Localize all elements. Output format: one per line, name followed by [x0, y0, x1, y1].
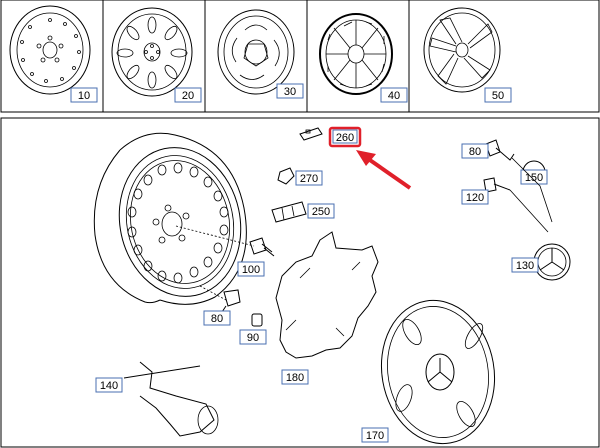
- part-120-text: 120: [466, 192, 484, 204]
- highlight-arrow: [356, 150, 412, 190]
- five-spoke-wheel-icon[interactable]: [217, 9, 295, 95]
- part-100-label[interactable]: 100: [237, 261, 265, 277]
- balance-weight-260-drawing: [299, 127, 323, 141]
- tire-valve-drawing: [221, 289, 241, 313]
- variant-10-label[interactable]: 10: [70, 87, 98, 103]
- part-260-label[interactable]: 260: [328, 126, 362, 148]
- part-80-label[interactable]: 80: [203, 310, 231, 326]
- variant-40-label[interactable]: 40: [380, 87, 408, 103]
- lug-wrench-tool-drawing: [123, 361, 219, 437]
- variant-40-text: 40: [388, 90, 400, 102]
- oval-slot-wheel-icon[interactable]: [111, 7, 193, 97]
- hubcap-cover-drawing: [380, 299, 496, 445]
- variant-50-text: 50: [492, 90, 504, 102]
- part-250-label[interactable]: 250: [307, 203, 335, 219]
- star-emblem-icon: [533, 243, 571, 281]
- steel-wheel-rim-icon[interactable]: [9, 5, 91, 95]
- part-270-label[interactable]: 270: [295, 170, 323, 186]
- part-80b-label[interactable]: 80: [461, 143, 489, 159]
- part-180-text: 180: [286, 372, 304, 384]
- variant-30-label[interactable]: 30: [276, 83, 304, 99]
- emblem-bolt-drawing: [485, 139, 515, 161]
- balance-weight-270-drawing: [277, 167, 295, 185]
- part-140-label[interactable]: 140: [95, 377, 123, 393]
- part-180-label[interactable]: 180: [281, 369, 309, 385]
- part-130-label[interactable]: 130: [511, 257, 539, 273]
- wheel-bolt-drawing: [249, 237, 275, 257]
- part-260-text: 260: [336, 132, 354, 144]
- valve-cap-drawing: [251, 313, 263, 327]
- part-100-text: 100: [242, 264, 260, 276]
- part-270-text: 270: [300, 173, 318, 185]
- retaining-plate-drawing: [275, 231, 379, 359]
- multi-spoke-wheel-icon[interactable]: [319, 13, 393, 95]
- variant-20-text: 20: [182, 90, 194, 102]
- part-80b-text: 80: [469, 146, 481, 158]
- steel-wheel-rim-drawing: [93, 132, 255, 305]
- balance-weight-250-drawing: [271, 201, 307, 223]
- connector-lines: [509, 157, 553, 233]
- part-170-label[interactable]: 170: [361, 427, 389, 443]
- part-250-text: 250: [312, 206, 330, 218]
- part-120-label[interactable]: 120: [461, 189, 489, 205]
- part-140-text: 140: [100, 380, 118, 392]
- variant-20-label[interactable]: 20: [174, 87, 202, 103]
- wheel-variant-strip: [0, 0, 600, 113]
- variant-30-text: 30: [284, 86, 296, 98]
- part-80-text: 80: [211, 313, 223, 325]
- variant-10-text: 10: [78, 90, 90, 102]
- star-spoke-wheel-icon[interactable]: [423, 7, 501, 93]
- part-150-label[interactable]: 150: [520, 169, 548, 185]
- part-170-text: 170: [366, 430, 384, 442]
- screw-120-drawing: [483, 177, 511, 193]
- part-90-label[interactable]: 90: [239, 329, 267, 345]
- variant-50-label[interactable]: 50: [484, 87, 512, 103]
- part-130-text: 130: [516, 260, 534, 272]
- part-90-text: 90: [247, 332, 259, 344]
